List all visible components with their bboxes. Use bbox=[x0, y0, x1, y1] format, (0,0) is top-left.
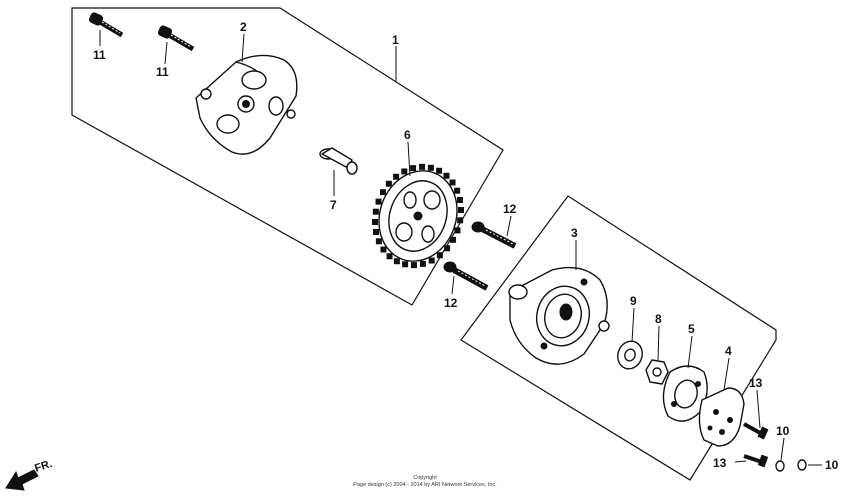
gear-tooth bbox=[379, 189, 386, 196]
leader-8 bbox=[657, 325, 660, 361]
gear-part-6 bbox=[371, 163, 465, 269]
callout-6: 6 bbox=[404, 128, 411, 142]
callout-3: 3 bbox=[571, 226, 578, 240]
gear-tooth bbox=[458, 207, 465, 214]
gear-tooth bbox=[419, 163, 426, 170]
callout-2: 2 bbox=[240, 20, 247, 34]
o-ring-10-right bbox=[797, 459, 807, 471]
gear-tooth bbox=[371, 218, 378, 225]
gear-tooth bbox=[454, 187, 461, 194]
leader-10a bbox=[780, 437, 785, 461]
copyright-line-1: Copyright bbox=[413, 475, 437, 481]
gear-tooth bbox=[428, 257, 435, 264]
leader-6 bbox=[407, 141, 411, 177]
washer-part-9 bbox=[617, 340, 643, 370]
gear-tooth bbox=[410, 165, 417, 172]
gear-tooth bbox=[454, 227, 461, 234]
forward-label: FR. bbox=[33, 458, 54, 475]
gear-tooth bbox=[393, 258, 400, 265]
gear-tooth bbox=[375, 198, 382, 205]
gear-tooth bbox=[393, 173, 400, 180]
callout-13-upper: 13 bbox=[749, 376, 763, 390]
cover-plate-part-4 bbox=[698, 387, 745, 447]
forward-direction-indicator: FR. bbox=[5, 458, 54, 491]
assembly-frame-lower bbox=[460, 195, 777, 481]
leader-13b bbox=[734, 460, 747, 463]
gear-tooth bbox=[375, 238, 382, 245]
callout-13-lower: 13 bbox=[713, 456, 727, 470]
leader-9 bbox=[631, 307, 635, 343]
pump-cover-part-2 bbox=[195, 54, 298, 155]
gear-tooth bbox=[443, 172, 450, 179]
leader-12b bbox=[451, 275, 455, 295]
gear-tooth bbox=[402, 261, 409, 268]
inner-rotor-part-8 bbox=[645, 359, 669, 385]
callout-12-lower: 12 bbox=[444, 296, 458, 310]
bolt-11-left bbox=[88, 12, 124, 38]
gear-tooth bbox=[419, 260, 426, 267]
pump-body-part-3 bbox=[508, 266, 610, 365]
callout-9: 9 bbox=[630, 294, 637, 308]
copyright-line-2: Page design (c) 2004 - 2014 by ARI Netwo… bbox=[353, 482, 497, 488]
gear-tooth bbox=[450, 236, 457, 243]
gear-tooth bbox=[410, 262, 417, 269]
gear-tooth bbox=[436, 252, 443, 259]
callout-10-left: 10 bbox=[776, 424, 790, 438]
callout-10-right: 10 bbox=[825, 458, 839, 472]
leader-12a bbox=[506, 215, 512, 237]
gear-tooth bbox=[457, 217, 464, 224]
callout-4: 4 bbox=[725, 344, 732, 358]
gear-tooth bbox=[436, 167, 443, 174]
leader-5 bbox=[687, 335, 693, 369]
gear-tooth bbox=[456, 197, 463, 204]
gear-tooth bbox=[385, 180, 392, 187]
o-ring-10-left bbox=[775, 460, 785, 472]
callout-11-right: 11 bbox=[156, 65, 169, 79]
bolt-11-right bbox=[157, 25, 195, 52]
callout-8: 8 bbox=[655, 312, 662, 326]
bolt-13-upper bbox=[743, 422, 769, 440]
callout-11-left: 11 bbox=[93, 48, 106, 62]
gear-tooth bbox=[401, 168, 408, 175]
gear-tooth bbox=[444, 245, 451, 252]
bolt-13-lower bbox=[743, 454, 769, 468]
callout-7: 7 bbox=[330, 198, 337, 212]
leader-13a bbox=[756, 389, 761, 429]
bolt-12-upper bbox=[471, 221, 517, 249]
gear-tooth bbox=[449, 179, 456, 186]
leader-11b bbox=[164, 41, 168, 65]
shaft-part-7 bbox=[319, 147, 358, 175]
gear-tooth bbox=[427, 164, 434, 171]
gear-tooth bbox=[380, 246, 387, 253]
leader-4 bbox=[723, 357, 730, 391]
forward-arrow-icon bbox=[5, 469, 39, 491]
callout-12-upper: 12 bbox=[503, 202, 517, 216]
callout-1: 1 bbox=[392, 33, 399, 47]
gear-tooth bbox=[386, 253, 393, 260]
leader-2 bbox=[241, 33, 245, 63]
gear-tooth bbox=[373, 228, 380, 235]
assembly-frame-upper bbox=[71, 7, 504, 306]
bolt-12-lower bbox=[443, 261, 489, 291]
callout-5: 5 bbox=[688, 322, 695, 336]
gear-tooth bbox=[372, 208, 379, 215]
